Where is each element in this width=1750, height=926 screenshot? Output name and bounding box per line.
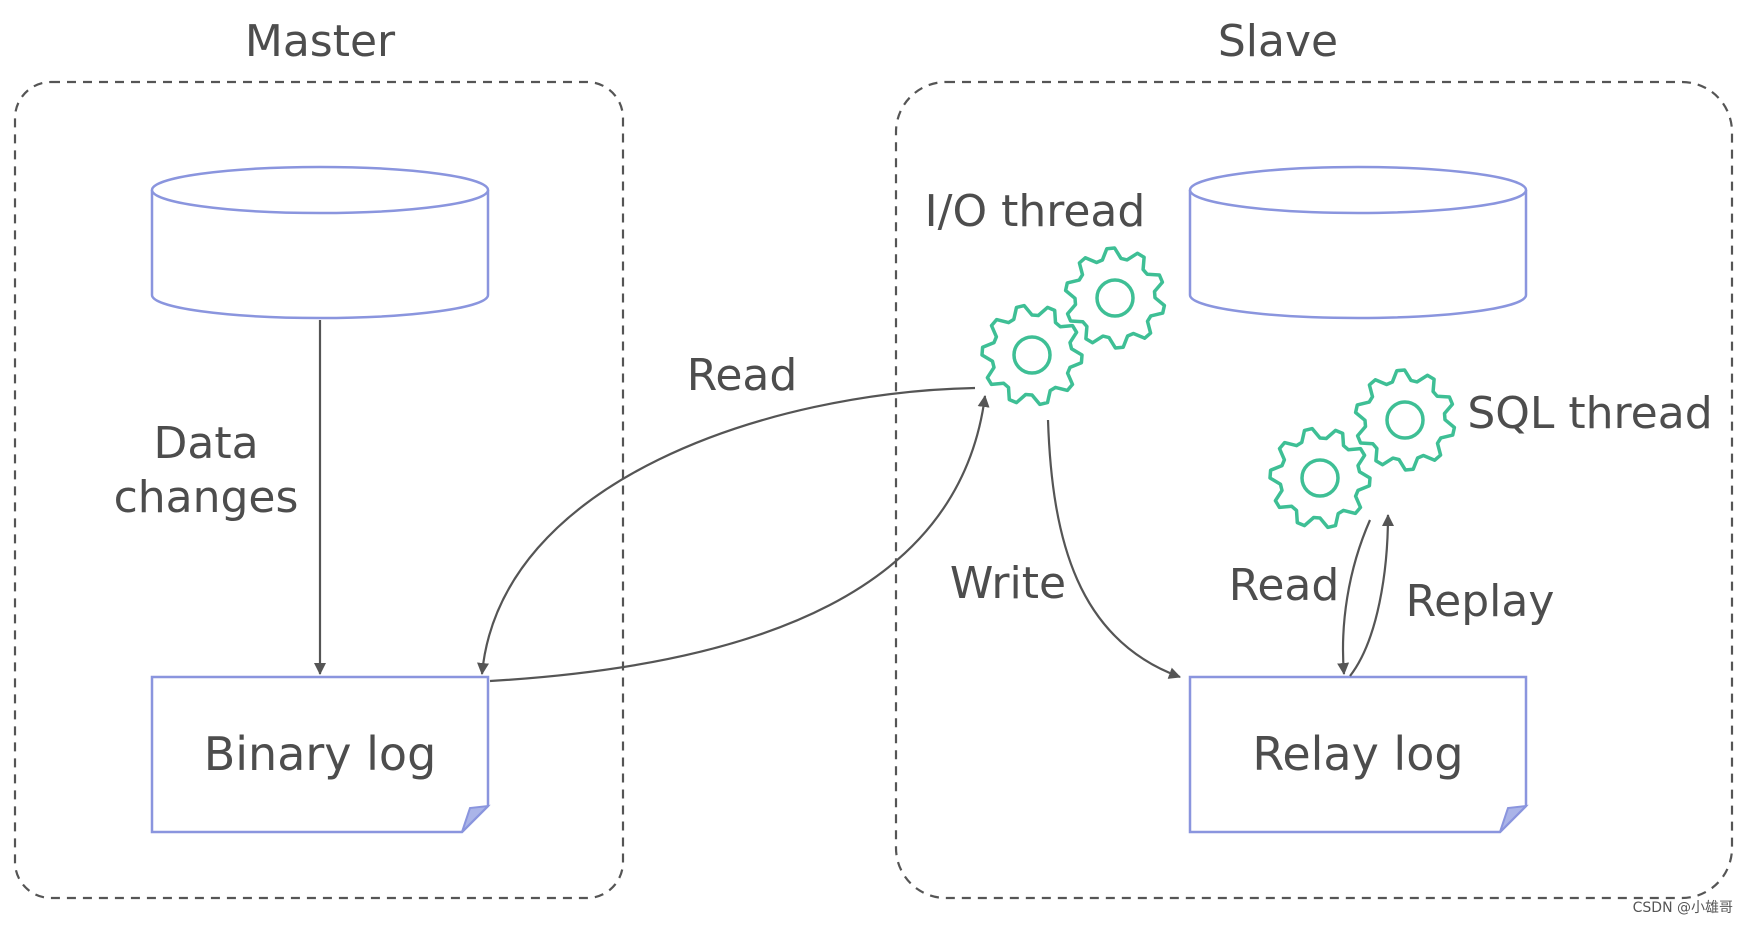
io-thread-gear-icon [980,303,1084,407]
sql-thread-gear-icon [1268,426,1372,530]
master-database-icon [150,165,490,320]
data-changes-label-line2: changes [114,472,299,523]
master-frame [13,80,625,900]
read-request-arrow [477,386,976,675]
sql-thread-gear-icon [1353,368,1457,472]
sql-thread-label: SQL thread [1467,388,1712,439]
relay-log-label: Relay log [1252,727,1463,781]
read-response-arrow [489,395,990,683]
watermark: CSDN @小雄哥 [1633,900,1733,916]
replay-label: Replay [1406,576,1555,627]
read-relay-arrow [1337,519,1372,675]
io-thread-label: I/O thread [925,186,1146,237]
io-thread-gear-icon [1063,246,1167,350]
data-changes-label-line1: Data [153,418,258,469]
read-relay-label: Read [1229,560,1340,611]
binary-log-document-icon [150,675,491,834]
slave-frame [894,80,1734,900]
binary-log-label: Binary log [204,727,437,781]
replay-arrow [1349,514,1394,677]
slave-title: Slave [1218,16,1338,67]
relay-log-document-icon [1188,675,1529,834]
master-title: Master [245,16,396,67]
read-binlog-label: Read [687,350,798,401]
write-label: Write [950,558,1066,609]
write-arrow [1046,419,1181,679]
slave-database-icon [1188,165,1528,320]
